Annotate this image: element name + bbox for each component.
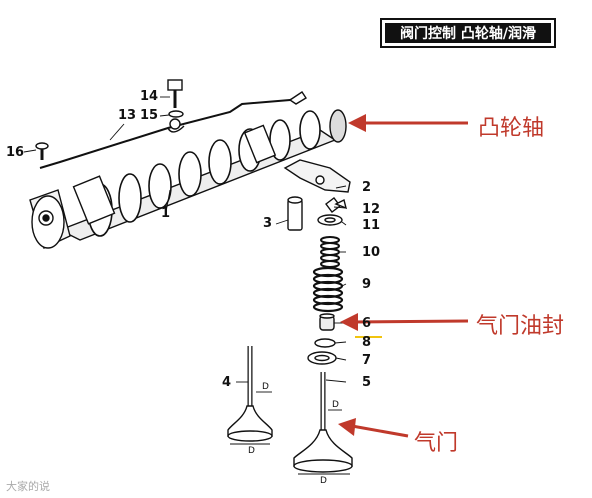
part-number-2: 2	[362, 180, 372, 195]
spring-seat	[314, 338, 336, 348]
valve-washer	[307, 351, 337, 365]
callout-valve: 气门	[414, 431, 459, 456]
part-number-1: 1	[161, 206, 171, 221]
part-number-9: 9	[362, 277, 372, 292]
outer-spring	[312, 266, 344, 313]
watermark: 大家的说	[6, 480, 50, 493]
part-number-16: 16	[6, 145, 25, 160]
part-number-12: 12	[362, 202, 381, 217]
bolt	[167, 79, 183, 108]
oil-pipe	[39, 91, 307, 169]
callout-camshaft: 凸轮轴	[478, 116, 545, 141]
leader-lines	[23, 96, 347, 383]
small-bolt	[35, 142, 49, 160]
spring-retainer	[317, 214, 343, 226]
part-number-8: 8	[362, 335, 372, 350]
part-number-14: 14	[140, 89, 159, 104]
part-number-5: 5	[362, 375, 372, 390]
valve-right	[293, 372, 353, 473]
part-number-15: 15	[140, 108, 159, 123]
title-frame: 阀门控制 凸轮轴/润滑	[380, 18, 556, 48]
dimension-label-head-right: D	[320, 476, 327, 486]
inner-spring	[320, 236, 340, 268]
dimension-lines	[230, 391, 350, 475]
part-number-11: 11	[362, 218, 381, 233]
part-number-4: 4	[222, 375, 232, 390]
diagram-title: 阀门控制 凸轮轴/润滑	[385, 23, 551, 43]
dimension-label-head-left: D	[248, 446, 255, 456]
tappet	[287, 196, 303, 231]
valve-stem-seal	[319, 313, 335, 331]
rocker-arm	[283, 159, 351, 193]
camshaft-drawing	[29, 109, 347, 249]
part-number-6: 6	[362, 316, 372, 331]
part-number-7: 7	[362, 353, 372, 368]
valve-left	[227, 346, 273, 442]
callout-valve-seal: 气门油封	[476, 314, 565, 339]
part-number-3: 3	[263, 216, 273, 231]
dimension-label-stem-right: D	[332, 400, 339, 410]
callout-arrows	[338, 114, 469, 438]
dimension-label-stem-left: D	[262, 382, 269, 392]
washer	[168, 110, 184, 118]
part-number-10: 10	[362, 245, 381, 260]
part-number-13: 13	[118, 108, 137, 123]
